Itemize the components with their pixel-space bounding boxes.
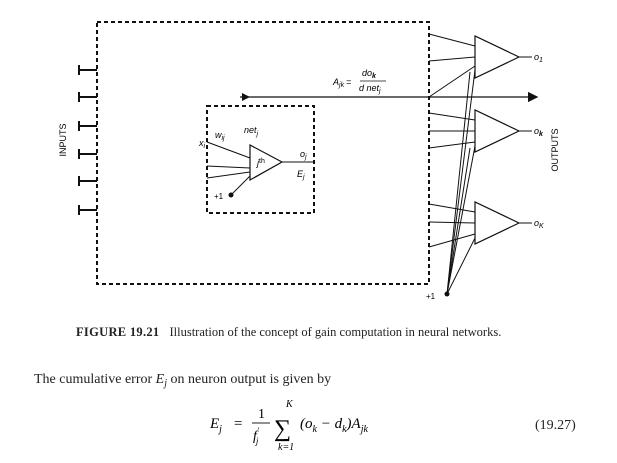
output-label-k: ok: [534, 126, 544, 138]
caption-text: Illustration of the concept of gain comp…: [169, 325, 502, 339]
gain-numerator: dok: [362, 68, 377, 80]
eq-frac-num: 1: [258, 407, 265, 422]
neuron-jth-label: jth: [256, 158, 265, 168]
eq-sum-bottom: k=1: [278, 442, 294, 453]
outer-bias-node: [444, 291, 450, 297]
output-neuron-k: [474, 109, 521, 153]
inner-bias-node: [228, 192, 234, 198]
inputs-label: INPUTS: [58, 123, 68, 156]
inner-bias-label: +1: [214, 192, 224, 201]
input-lines: [78, 65, 97, 215]
eq-lhs: Ej: [209, 416, 222, 435]
output-neurons: [474, 35, 521, 245]
inner-error-label: Ej: [297, 169, 305, 181]
eq-sum-top: K: [285, 399, 294, 410]
inner-output-label: oj: [300, 149, 307, 161]
eq-term: (ok − dk)Ajk: [300, 416, 368, 435]
eq-equals: =: [234, 416, 242, 432]
gain-label: Ajk=: [332, 77, 351, 89]
gain-computation-figure: INPUTS xi wij netj jth oj Ej +1 Ajk= dok…: [58, 21, 560, 301]
output-label-1: o1: [534, 52, 543, 64]
caption-label: FIGURE 19.21: [76, 325, 160, 339]
eq-frac-den: f′j: [253, 426, 260, 446]
outputs-label: OUTPUTS: [550, 128, 560, 171]
output-neuron-1: [474, 35, 521, 79]
x-label: xi: [198, 138, 206, 150]
net-label: netj: [244, 125, 259, 138]
jth-neuron-triangle: [249, 144, 284, 182]
connection-lines: [428, 33, 476, 295]
inner-neuron-box: [206, 105, 315, 214]
figure-caption: FIGURE 19.21 Illustration of the concept …: [76, 325, 546, 340]
output-label-K: oK: [534, 218, 544, 230]
output-neuron-K: [474, 201, 521, 245]
eq-sum-symbol: ∑: [274, 416, 291, 442]
neuron-input-lines: [206, 141, 314, 196]
output-lines: [519, 56, 532, 224]
equation-19-27: Ej = 1 f′j K ∑ k=1 (ok − dk)Ajk: [208, 398, 508, 463]
equation-number: (19.27): [535, 418, 576, 433]
gain-arrow-tail: [242, 93, 250, 101]
outer-bias-label: +1: [426, 292, 436, 301]
body-paragraph: The cumulative error Ej on neuron output…: [34, 372, 332, 389]
gain-denominator: d netj: [359, 83, 381, 95]
w-label: wij: [215, 130, 225, 142]
